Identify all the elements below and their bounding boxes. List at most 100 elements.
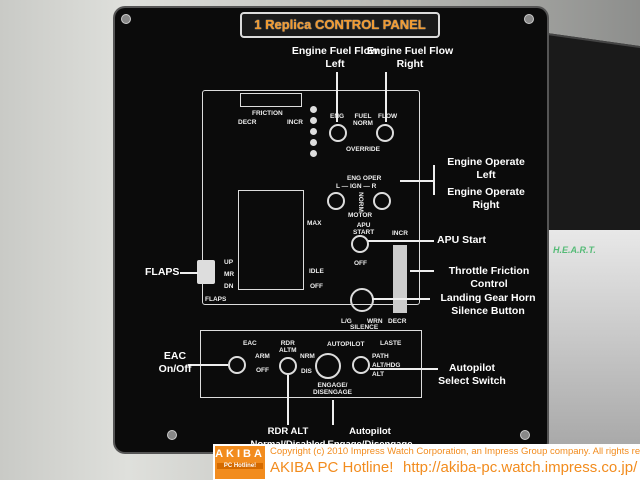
engine-operate-left-switch[interactable] — [327, 192, 345, 210]
panel-title: 1 Replica CONTROL PANEL — [240, 12, 440, 38]
eac-label: EAC — [243, 340, 257, 347]
callout-text: Left — [476, 169, 496, 181]
callout-line — [372, 298, 430, 300]
start-text: START — [353, 229, 375, 236]
callout-line — [385, 72, 387, 122]
indicator-light — [310, 117, 317, 124]
callout-text: RDR ALT — [267, 426, 309, 437]
engine-operate-right-switch[interactable] — [373, 192, 391, 210]
logo-text: AKIBA — [215, 448, 265, 460]
apu-text: APU — [356, 222, 371, 229]
device-label: H.E.A.R.T. — [553, 245, 596, 255]
arm-label: ARM — [255, 353, 270, 360]
callout-line — [368, 240, 434, 242]
autopilot-select-switch[interactable] — [352, 356, 370, 374]
screw-icon — [520, 430, 530, 440]
callout-text: Engine Fuel Flow — [366, 45, 454, 57]
friction-wheel[interactable] — [240, 93, 302, 107]
laste-label: LASTE — [380, 340, 402, 347]
apu-off-label: OFF — [354, 260, 367, 267]
fuel-flow-left-switch[interactable] — [329, 124, 347, 142]
autopilot-engage-button[interactable] — [315, 353, 341, 379]
site-url[interactable]: http://akiba-pc.watch.impress.co.jp/ — [403, 459, 638, 476]
throttle-outline — [238, 190, 304, 290]
apu-start-switch[interactable] — [351, 235, 369, 253]
altm-text: ALTM — [279, 347, 297, 354]
fuel-text: FUEL — [354, 113, 372, 120]
screw-icon — [167, 430, 177, 440]
flow-label: FLOW — [378, 113, 398, 120]
throttle-off-label: OFF — [310, 283, 323, 290]
path-label: PATH — [372, 353, 389, 360]
engage-disengage-label: ENGAGE/DISENGAGE — [313, 382, 352, 396]
callout-line — [410, 270, 434, 272]
flaps-up-label: UP — [224, 259, 234, 266]
motor-label: MOTOR — [348, 212, 373, 219]
friction-label: FRICTION — [252, 110, 283, 117]
alt-hdg-label: ALT/HDG — [372, 362, 401, 369]
callout-line — [287, 375, 289, 425]
site-name: AKIBA PC Hotline! — [270, 459, 394, 476]
akiba-logo: AKIBA PC Hotline! — [215, 446, 265, 479]
flaps-mr-label: MR — [224, 271, 235, 278]
indicator-light — [310, 128, 317, 135]
incr-label: INCR — [287, 119, 303, 126]
upper-panel-outline — [202, 90, 420, 305]
callout-text: Left — [325, 58, 345, 70]
norm-label: NORM — [357, 192, 364, 212]
screw-icon — [524, 14, 534, 24]
idle-label: IDLE — [309, 268, 324, 275]
callout-line — [370, 368, 438, 370]
norm-text: NORM — [353, 120, 373, 127]
silence-label: SILENCE — [350, 324, 379, 331]
callout-text: Engine Operate — [447, 186, 525, 198]
logo-subtext: PC Hotline! — [217, 463, 263, 469]
eng-oper-label: ENG OPER — [347, 175, 382, 182]
landing-gear-horn-silence-button[interactable] — [350, 288, 374, 312]
callout-text: Select Switch — [438, 375, 506, 387]
decr-label-2: DECR — [388, 318, 407, 325]
callout-line — [332, 400, 334, 425]
callout-text: Throttle Friction — [448, 265, 530, 277]
callout-text: Autopilot — [448, 362, 496, 374]
callout-line — [180, 272, 198, 274]
autopilot-label: AUTOPILOT — [327, 341, 365, 348]
flaps-lever[interactable] — [197, 260, 215, 284]
flaps-panel-label: FLAPS — [205, 296, 227, 303]
fuel-flow-right-switch[interactable] — [376, 124, 394, 142]
rdr-alt-switch[interactable] — [279, 357, 297, 375]
callout-text: Engine Operate — [447, 156, 525, 168]
callout-line — [400, 180, 433, 182]
callout-text: Right — [396, 58, 424, 70]
callout-text: Engine Fuel Flow — [291, 45, 379, 57]
callout-text: EAC — [163, 350, 187, 362]
lg-label: L/G — [341, 318, 352, 325]
screw-icon — [121, 14, 131, 24]
engage-text: ENGAGE/ — [317, 382, 348, 389]
throttle-friction-lever[interactable] — [393, 245, 407, 313]
callout-flaps: FLAPS — [145, 266, 180, 278]
callout-text: Silence Button — [451, 305, 525, 317]
callout-text: Right — [472, 199, 500, 211]
indicator-light — [310, 106, 317, 113]
callout-text: Landing Gear Horn — [440, 292, 536, 304]
callout-text: Control — [470, 278, 508, 290]
override-label: OVERRIDE — [346, 146, 380, 153]
callout-line — [336, 72, 338, 122]
max-label: MAX — [307, 220, 322, 227]
alt-label: ALT — [372, 371, 385, 378]
flaps-dn-label: DN — [224, 283, 234, 290]
eac-switch[interactable] — [228, 356, 246, 374]
disengage-text: DISENGAGE — [313, 389, 353, 396]
indicator-light — [310, 150, 317, 157]
callout-line — [433, 165, 435, 195]
rdr-text: RDR — [280, 340, 295, 347]
